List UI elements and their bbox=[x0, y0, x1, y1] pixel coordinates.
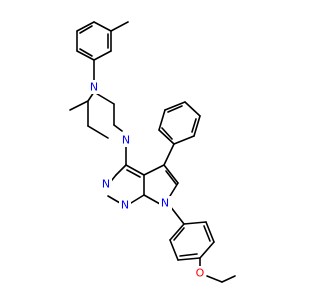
phenyl-ring bbox=[158, 101, 201, 145]
atom-n-piperazine-top: N bbox=[88, 80, 100, 94]
atom-n-piperazine-bottom: N bbox=[120, 133, 132, 147]
piperazine-ring bbox=[69, 91, 123, 139]
n-aryl-bond bbox=[169, 205, 185, 225]
molecule-structure: N N N N N O bbox=[69, 21, 236, 283]
atom-n-pyrimidine-2: N bbox=[119, 198, 131, 212]
phenyl-bond bbox=[163, 143, 175, 166]
piperazine-methyl-bond bbox=[69, 100, 89, 111]
svg-text:N: N bbox=[161, 197, 169, 210]
svg-text:N: N bbox=[121, 199, 129, 212]
atom-o-ether: O bbox=[194, 266, 206, 280]
tolyl-methyl-bond bbox=[110, 21, 129, 32]
svg-text:O: O bbox=[196, 267, 205, 280]
ethoxyphenyl-ring bbox=[169, 221, 215, 261]
molecule-canvas: N N N N N O bbox=[69, 21, 236, 283]
svg-text:N: N bbox=[122, 134, 130, 147]
svg-text:N: N bbox=[102, 178, 110, 191]
svg-text:N: N bbox=[90, 81, 98, 94]
atom-n-pyrimidine-1: N bbox=[100, 177, 112, 191]
tolyl-ring bbox=[76, 21, 129, 61]
pyrrole-ring bbox=[143, 164, 179, 205]
atom-n-pyrrole: N bbox=[159, 196, 172, 210]
